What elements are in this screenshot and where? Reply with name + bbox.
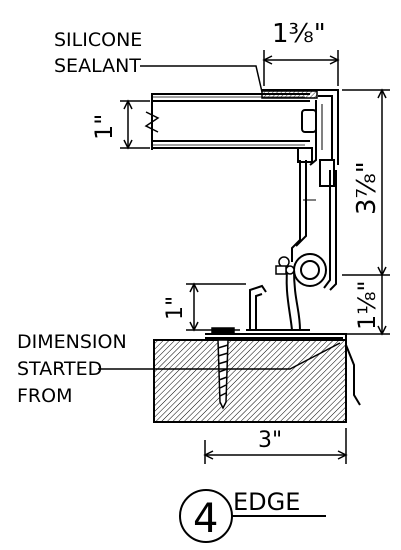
dimension-label-line1: DIMENSION [17, 331, 127, 353]
sealant-leader [140, 65, 263, 93]
dim-top-width [262, 50, 340, 86]
dim-glass-thickness-label: 1" [90, 114, 118, 140]
dimension-leader [98, 342, 341, 370]
detail-number: 4 [193, 496, 218, 542]
sealant-label-line1: SILICONE [54, 29, 142, 51]
dimension-label-line3: FROM [17, 385, 72, 407]
frame-fastener [275, 256, 295, 275]
sealant-label-line2: SEALANT [54, 55, 141, 77]
edge-flashing [205, 333, 361, 406]
dim-clip-height-label: 1" [163, 296, 188, 320]
dim-base-width-label: 3" [258, 428, 282, 453]
detail-title: EDGE [233, 488, 300, 516]
dim-lower-height [342, 275, 390, 336]
dimension-label-line2: STARTED [17, 358, 102, 380]
aluminum-frame [246, 89, 339, 331]
dim-base-width [203, 428, 348, 464]
glass-panel [144, 93, 317, 150]
silicone-bead [261, 90, 318, 99]
wood-screw [211, 327, 235, 410]
dim-clip-height [186, 282, 246, 332]
dim-frame-height-label: 3⅞" [352, 161, 382, 215]
dim-glass-thickness [120, 99, 150, 150]
dim-top-width-label: 1⅜" [272, 19, 326, 49]
wood-substrate [153, 339, 347, 423]
dim-lower-height-label: 1⅛" [353, 280, 381, 330]
detail-tag: 4 EDGE [179, 488, 326, 543]
